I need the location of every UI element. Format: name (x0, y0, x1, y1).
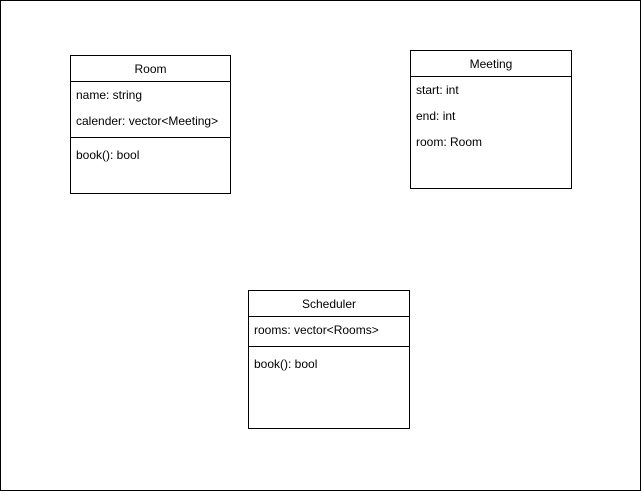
class-meeting-attribute-end: end: int (416, 109, 456, 123)
class-scheduler-attribute-rooms: rooms: vector<Rooms> (254, 323, 379, 337)
class-meeting-title: Meeting (411, 51, 571, 77)
class-room-methods: book(): bool (71, 138, 230, 168)
class-meeting-attribute-room: room: Room (416, 135, 483, 149)
class-meeting-attribute-start: start: int (416, 83, 459, 97)
class-meeting-attributes: start: int end: int room: Room (411, 77, 571, 155)
class-room-attribute-calender: calender: vector<Meeting> (76, 114, 219, 128)
class-scheduler-methods: book(): bool (249, 347, 409, 377)
class-meeting[interactable]: Meeting start: int end: int room: Room (410, 50, 572, 189)
class-room-attribute-name: name: string (76, 88, 143, 102)
class-scheduler-method-book: book(): bool (254, 357, 318, 371)
class-room[interactable]: Room name: string calender: vector<Meeti… (70, 55, 231, 194)
class-scheduler[interactable]: Scheduler rooms: vector<Rooms> book(): b… (248, 290, 410, 429)
class-room-attributes: name: string calender: vector<Meeting> (71, 82, 230, 138)
class-room-title: Room (71, 56, 230, 82)
class-scheduler-attributes: rooms: vector<Rooms> (249, 317, 409, 347)
class-scheduler-title: Scheduler (249, 291, 409, 317)
class-room-method-book: book(): bool (76, 148, 140, 162)
